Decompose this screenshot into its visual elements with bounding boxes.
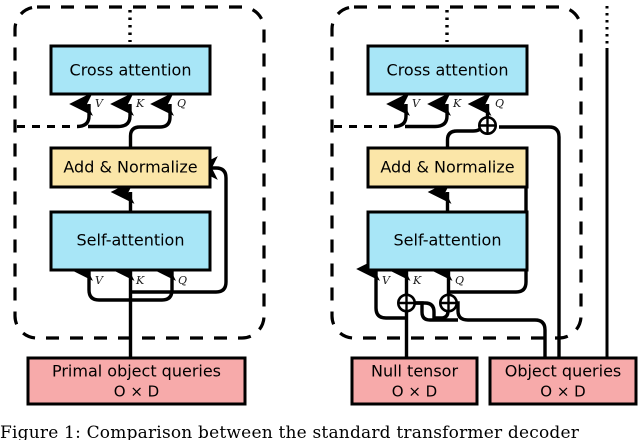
right-add-normalize-box[interactable] [366,146,529,189]
left-norm-to-cross-q-arrow [128,92,174,148]
primal-object-queries-shape: O × D [114,383,159,401]
object-queries-shape: O × D [540,383,585,401]
object-queries-to-self-k-branch [413,301,458,322]
left-panel-group: Cross attention Add & Normalize Self-att… [13,5,266,406]
right-self-attention-box[interactable] [366,210,529,272]
object-queries-to-cross-adder-path [499,125,561,358]
right-self-q-label: Q [455,274,464,287]
left-cross-v-label: V [95,97,104,110]
left-self-k-label: K [135,274,145,287]
right-memory-to-k-arrow [405,92,451,129]
left-self-attention-box[interactable] [49,210,212,272]
left-self-attention-label: Self-attention [77,231,185,250]
right-memory-to-v-arrow [386,92,410,129]
right-panel-group: Cross attention Add & Normalize Self-att… [330,5,638,406]
adder-self-k-icon [396,293,416,313]
left-memory-to-k-arrow [88,92,134,129]
left-self-v-label: V [95,274,104,287]
right-self-attention-label: Self-attention [394,231,502,250]
null-tensor-to-selfattn-q-path [413,301,450,320]
right-cross-k-label: K [452,97,462,110]
adder-cross-q-icon [477,116,497,136]
left-add-normalize-label: Add & Normalize [63,158,197,177]
right-self-k-label: K [412,274,422,287]
left-cross-q-label: Q [177,97,186,110]
left-query-to-selfattn-v-arrow [69,257,131,302]
left-panel-dashed-border [13,5,266,340]
left-query-to-selfattn-q-arrow [130,257,176,302]
right-norm-to-cross-q-path [445,121,485,148]
left-cross-k-label: K [135,97,145,110]
right-cross-v-label: V [412,97,421,110]
primal-object-queries-box[interactable] [26,356,247,406]
null-tensor-label: Null tensor [371,362,458,381]
object-queries-to-self-adders-path [455,301,547,358]
left-residual-path [130,156,228,294]
right-panel-dashed-border [330,5,583,340]
left-add-normalize-box[interactable] [49,146,212,189]
right-add-normalize-label: Add & Normalize [380,158,514,177]
right-cross-q-label: Q [495,97,504,110]
right-self-v-label: V [382,274,391,287]
right-cross-attention-box[interactable] [366,44,529,96]
null-tensor-box[interactable] [350,356,479,406]
left-self-q-label: Q [178,274,187,287]
null-tensor-to-selfattn-v-arrow [356,257,407,320]
left-memory-to-v-arrow [69,92,93,129]
null-tensor-shape: O × D [392,383,437,401]
object-queries-label: Object queries [505,362,622,381]
left-cross-attention-label: Cross attention [70,61,192,80]
object-queries-box[interactable] [488,356,638,406]
primal-object-queries-label: Primal object queries [52,362,221,381]
adder-self-q-icon [438,293,458,313]
left-cross-attention-box[interactable] [49,44,212,96]
figure-caption: Figure 1: Comparison between the standar… [0,423,580,440]
right-cross-attention-label: Cross attention [387,61,509,80]
